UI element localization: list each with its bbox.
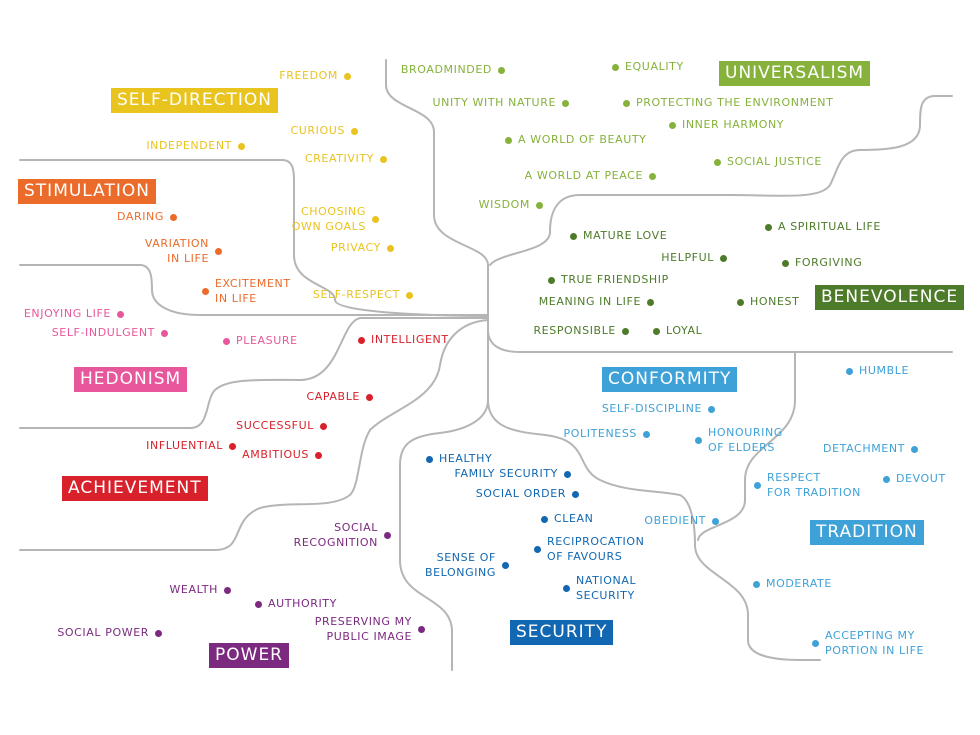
value-privacy: PRIVACY xyxy=(331,241,394,256)
category-stimulation: STIMULATION xyxy=(18,179,156,204)
value-independent: INDEPENDENT xyxy=(146,139,245,154)
value-social-order: SOCIAL ORDER xyxy=(476,487,579,502)
category-achievement: ACHIEVEMENT xyxy=(62,476,208,501)
value-wisdom: WISDOM xyxy=(479,198,543,213)
branch-achievement xyxy=(19,319,489,551)
value-social-justice: SOCIAL JUSTICE xyxy=(714,155,822,170)
category-security: SECURITY xyxy=(510,620,614,645)
value-daring: DARING xyxy=(117,210,177,225)
value-loyal: LOYAL xyxy=(653,324,702,339)
value-a-spiritual-life: A SPIRITUAL LIFE xyxy=(765,220,881,235)
value-forgiving: FORGIVING xyxy=(782,256,862,271)
category-self-direction: SELF-DIRECTION xyxy=(111,88,278,113)
value-capable: CAPABLE xyxy=(307,390,373,405)
value-obedient: OBEDIENT xyxy=(644,514,719,529)
value-family-security: FAMILY SECURITY xyxy=(455,467,571,482)
value-responsible: RESPONSIBLE xyxy=(533,324,629,339)
branch-power xyxy=(399,319,489,671)
value-unity-with-nature: UNITY WITH NATURE xyxy=(432,96,569,111)
value-self-discipline: SELF-DISCIPLINE xyxy=(602,402,715,417)
value-successful: SUCCESSFUL xyxy=(236,419,327,434)
value-humble: HUMBLE xyxy=(846,364,909,379)
value-sense-of-belonging: SENSE OF BELONGING xyxy=(425,551,509,580)
value-a-world-of-beauty: A WORLD OF BEAUTY xyxy=(505,133,647,148)
value-meaning-in-life: MEANING IN LIFE xyxy=(539,295,654,310)
value-social-recognition: SOCIAL RECOGNITION xyxy=(294,521,391,550)
value-respect-for-tradition: RESPECT FOR TRADITION xyxy=(754,471,861,500)
value-detachment: DETACHMENT xyxy=(823,442,918,457)
category-universalism: UNIVERSALISM xyxy=(719,61,871,86)
value-honest: HONEST xyxy=(737,295,799,310)
value-healthy: HEALTHY xyxy=(426,452,492,467)
value-ambitious: AMBITIOUS xyxy=(242,448,322,463)
branch-hedonism xyxy=(19,317,489,429)
value-social-power: SOCIAL POWER xyxy=(57,626,162,641)
value-freedom: FREEDOM xyxy=(279,69,351,84)
value-self-respect: SELF-RESPECT xyxy=(313,288,413,303)
value-devout: DEVOUT xyxy=(883,472,946,487)
value-protecting-environment: PROTECTING THE ENVIRONMENT xyxy=(623,96,833,111)
value-inner-harmony: INNER HARMONY xyxy=(669,118,784,133)
value-choosing-own-goals: CHOOSING OWN GOALS xyxy=(292,205,379,234)
value-moderate: MODERATE xyxy=(753,577,832,592)
value-accepting-my-portion: ACCEPTING MY PORTION IN LIFE xyxy=(812,629,924,658)
branch-conformity xyxy=(487,399,821,661)
value-true-friendship: TRUE FRIENDSHIP xyxy=(548,273,669,288)
branch-benevolence xyxy=(487,264,796,353)
value-influential: INFLUENTIAL xyxy=(146,439,236,454)
value-self-indulgent: SELF-INDULGENT xyxy=(52,326,168,341)
value-broadminded: BROADMINDED xyxy=(401,63,505,78)
value-politeness: POLITENESS xyxy=(564,427,650,442)
value-clean: CLEAN xyxy=(541,512,594,527)
value-authority: AUTHORITY xyxy=(255,597,337,612)
value-intelligent: INTELLIGENT xyxy=(358,333,449,348)
value-a-world-at-peace: A WORLD AT PEACE xyxy=(525,169,656,184)
branch-stimulation xyxy=(19,264,489,316)
value-mature-love: MATURE LOVE xyxy=(570,229,667,244)
value-preserving-public-image: PRESERVING MY PUBLIC IMAGE xyxy=(315,615,425,644)
value-curious: CURIOUS xyxy=(290,124,358,139)
trunk-line xyxy=(385,59,489,331)
value-reciprocation-of-favours: RECIPROCATION OF FAVOURS xyxy=(534,535,644,564)
category-hedonism: HEDONISM xyxy=(74,367,188,392)
value-national-security: NATIONAL SECURITY xyxy=(563,574,636,603)
branch-universalism xyxy=(489,95,953,266)
value-honouring-of-elders: HONOURING OF ELDERS xyxy=(695,426,783,455)
category-conformity: CONFORMITY xyxy=(602,367,738,392)
category-tradition: TRADITION xyxy=(810,520,924,545)
value-pleasure: PLEASURE xyxy=(223,334,298,349)
category-benevolence: BENEVOLENCE xyxy=(815,285,965,310)
value-helpful: HELPFUL xyxy=(661,251,727,266)
value-equality: EQUALITY xyxy=(612,60,684,75)
value-excitement-in-life: EXCITEMENT IN LIFE xyxy=(202,277,291,306)
value-variation-in-life: VARIATION IN LIFE xyxy=(145,237,222,266)
category-power: POWER xyxy=(209,643,289,668)
branch-tradition xyxy=(697,351,953,541)
value-creativity: CREATIVITY xyxy=(305,152,387,167)
value-wealth: WEALTH xyxy=(169,583,231,598)
value-enjoying-life: ENJOYING LIFE xyxy=(24,307,124,322)
